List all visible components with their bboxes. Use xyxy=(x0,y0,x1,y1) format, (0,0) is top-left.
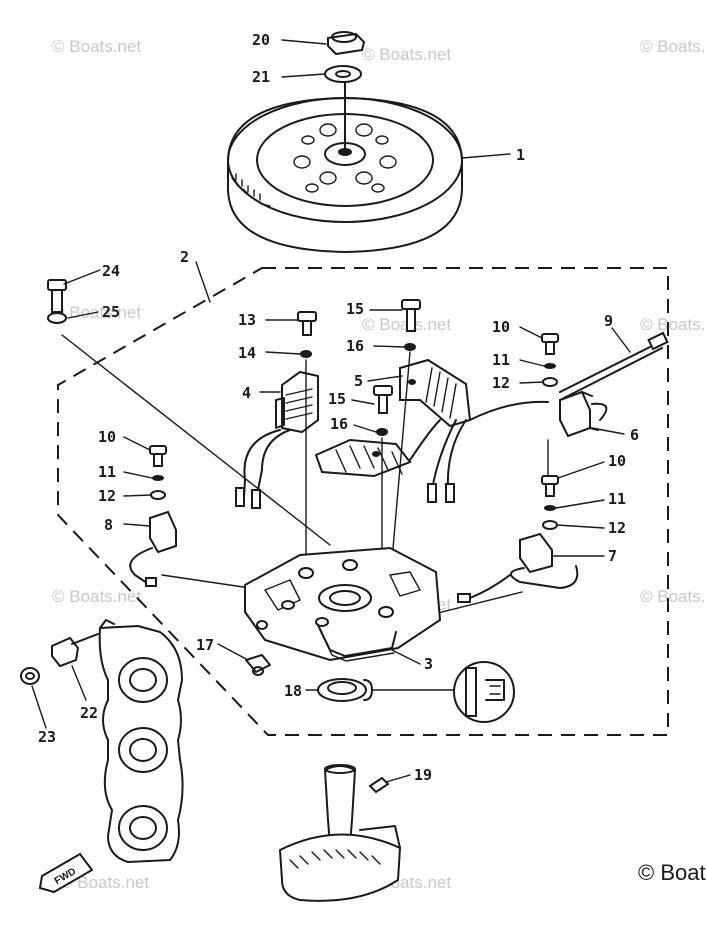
callout-7: 7 xyxy=(608,547,617,565)
callout-4: 4 xyxy=(242,384,251,402)
callout-labels: 20 21 1 2 24 25 13 14 4 15 16 5 15 16 9 … xyxy=(38,31,639,784)
watermark: © Boats.net xyxy=(640,587,706,606)
callout-18: 18 xyxy=(284,682,302,700)
callout-16-lower: 16 xyxy=(330,415,348,433)
charge-coil-4 xyxy=(235,370,319,509)
washer-12-left xyxy=(150,490,166,500)
callout-2: 2 xyxy=(180,248,189,266)
stator-kit-boundary xyxy=(57,267,669,736)
callout-13: 13 xyxy=(238,311,256,329)
screw-10-upper-right xyxy=(541,333,559,355)
callout-12-right: 12 xyxy=(608,519,626,537)
callout-10-upper: 10 xyxy=(492,318,510,336)
screw-10-right xyxy=(541,475,559,497)
callout-8: 8 xyxy=(104,516,113,534)
washer-16-upper xyxy=(404,343,416,351)
bracket-22 xyxy=(51,633,99,668)
callout-1: 1 xyxy=(516,146,525,164)
watermark: © Boats.net xyxy=(52,37,141,56)
lockwasher-11-upper xyxy=(544,363,556,369)
callout-14: 14 xyxy=(238,344,256,362)
washer-12-right xyxy=(542,520,558,530)
callout-12-left: 12 xyxy=(98,487,116,505)
flywheel-nut xyxy=(327,31,366,56)
washer-16-lower xyxy=(376,428,388,436)
flywheel xyxy=(227,71,463,253)
callout-22: 22 xyxy=(80,704,98,722)
clip-17 xyxy=(245,654,271,676)
callout-24: 24 xyxy=(102,262,120,280)
callout-15-upper: 15 xyxy=(346,300,364,318)
stator-base-3 xyxy=(244,546,442,662)
lockwasher-11-right xyxy=(544,505,556,511)
screw-24 xyxy=(47,279,67,313)
watermark: © Boats.net xyxy=(640,315,706,334)
gasket-outline xyxy=(98,619,184,863)
callout-15-lower: 15 xyxy=(328,390,346,408)
callout-11-upper: 11 xyxy=(492,351,510,369)
callout-20: 20 xyxy=(252,31,270,49)
screw-15-upper xyxy=(401,299,421,332)
crankshaft xyxy=(278,764,402,902)
flywheel-washer xyxy=(324,65,362,83)
watermark: © Boats.net xyxy=(640,37,706,56)
watermark: © Boats.net xyxy=(52,587,141,606)
coil-8 xyxy=(129,510,177,587)
cdi-unit-6 xyxy=(559,390,608,438)
callout-17: 17 xyxy=(196,636,214,654)
leader-lines xyxy=(31,39,631,783)
screw-10-left xyxy=(149,445,167,467)
callout-23: 23 xyxy=(38,728,56,746)
washer-14 xyxy=(300,350,312,358)
callout-5: 5 xyxy=(354,372,363,390)
watermark-corner: © Boats xyxy=(638,860,706,885)
seal-detail-inset xyxy=(453,661,515,723)
callout-10-right: 10 xyxy=(608,452,626,470)
callout-11-left: 11 xyxy=(98,463,116,481)
lockwasher-11-left xyxy=(152,475,164,481)
callout-19: 19 xyxy=(414,766,432,784)
callout-11-right: 11 xyxy=(608,490,626,508)
key-19 xyxy=(368,776,390,794)
washer-12-upper xyxy=(542,377,558,387)
callout-12-upper: 12 xyxy=(492,374,510,392)
forward-direction-tag: FWD xyxy=(38,852,94,894)
callout-25: 25 xyxy=(102,303,120,321)
callout-3: 3 xyxy=(424,655,433,673)
washer-25 xyxy=(47,312,67,324)
callout-21: 21 xyxy=(252,68,270,86)
callout-16-upper: 16 xyxy=(346,337,364,355)
watermark: © Boats.net xyxy=(60,873,149,892)
coil-7 xyxy=(457,532,579,603)
lighting-lead-9 xyxy=(559,331,669,399)
screw-15-lower xyxy=(373,385,393,414)
callout-6: 6 xyxy=(630,426,639,444)
callout-9: 9 xyxy=(604,312,613,330)
pulser-coil-5 xyxy=(314,358,549,503)
nut-23 xyxy=(20,667,40,685)
watermark: © Boats.net xyxy=(362,45,451,64)
callout-10-left: 10 xyxy=(98,428,116,446)
oil-seal-18 xyxy=(317,678,373,702)
screw-13 xyxy=(297,311,317,336)
